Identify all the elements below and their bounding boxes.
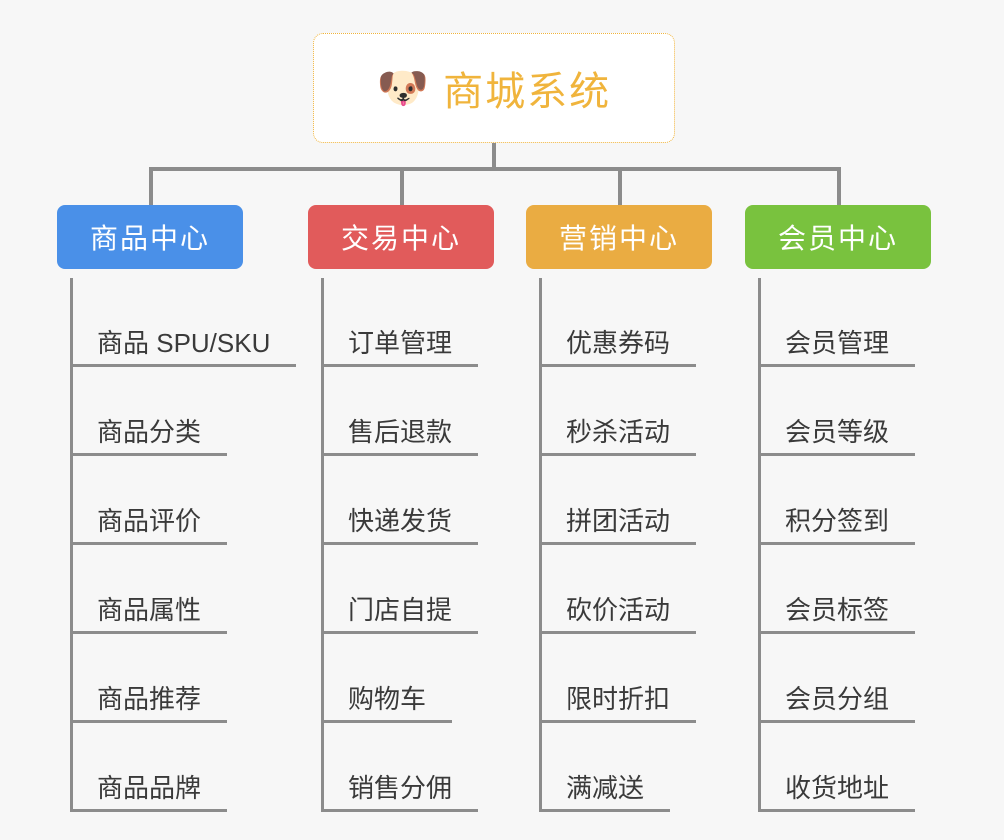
root-node-label: 商城系统 bbox=[443, 70, 612, 114]
leaf-label: 积分签到 bbox=[759, 506, 916, 545]
leaf-item[interactable]: 会员等级 bbox=[759, 367, 931, 456]
leaf-label: 商品评价 bbox=[71, 506, 228, 545]
leaf-item[interactable]: 门店自提 bbox=[322, 545, 494, 634]
leaf-label: 购物车 bbox=[322, 684, 453, 723]
leaf-label: 快递发货 bbox=[322, 506, 479, 545]
leaf-label: 订单管理 bbox=[322, 328, 479, 367]
leaf-label: 商品分类 bbox=[71, 417, 228, 456]
leaf-item[interactable]: 积分签到 bbox=[759, 456, 931, 545]
leaf-rail-2 bbox=[321, 278, 324, 812]
leaf-item[interactable]: 砍价活动 bbox=[540, 545, 712, 634]
connector-drop-3 bbox=[618, 167, 622, 205]
leaf-list-3: 优惠券码 秒杀活动 拼团活动 砍价活动 限时折扣 满减送 bbox=[526, 278, 712, 812]
leaf-item[interactable]: 订单管理 bbox=[322, 278, 494, 367]
leaf-rail-4 bbox=[758, 278, 761, 812]
leaf-label: 会员等级 bbox=[759, 417, 916, 456]
leaf-item[interactable]: 销售分佣 bbox=[322, 723, 494, 812]
connector-drop-2 bbox=[400, 167, 404, 205]
leaf-list-1: 商品 SPU/SKU 商品分类 商品评价 商品属性 商品推荐 商品品牌 bbox=[57, 278, 297, 812]
branch-column-1: 商品中心 商品 SPU/SKU 商品分类 商品评价 商品属性 商品推荐 商品品牌 bbox=[57, 205, 297, 812]
leaf-label: 拼团活动 bbox=[540, 506, 697, 545]
category-header-4-label: 会员中心 bbox=[777, 223, 898, 254]
leaf-list-2: 订单管理 售后退款 快递发货 门店自提 购物车 销售分佣 bbox=[308, 278, 494, 812]
connector-root-stem bbox=[492, 143, 496, 170]
branch-column-3: 营销中心 优惠券码 秒杀活动 拼团活动 砍价活动 限时折扣 满减送 bbox=[526, 205, 712, 812]
leaf-list-4: 会员管理 会员等级 积分签到 会员标签 会员分组 收货地址 bbox=[745, 278, 931, 812]
leaf-item[interactable]: 商品属性 bbox=[71, 545, 243, 634]
leaf-label: 限时折扣 bbox=[540, 684, 697, 723]
leaf-label: 销售分佣 bbox=[322, 773, 479, 812]
branch-column-4: 会员中心 会员管理 会员等级 积分签到 会员标签 会员分组 收货地址 bbox=[745, 205, 931, 812]
leaf-item[interactable]: 优惠券码 bbox=[540, 278, 712, 367]
category-header-2-label: 交易中心 bbox=[340, 223, 461, 254]
category-header-3[interactable]: 营销中心 bbox=[526, 205, 712, 269]
leaf-item[interactable]: 满减送 bbox=[540, 723, 712, 812]
leaf-label: 会员分组 bbox=[759, 684, 916, 723]
leaf-item[interactable]: 商品分类 bbox=[71, 367, 243, 456]
category-header-3-label: 营销中心 bbox=[558, 223, 679, 254]
leaf-rail-1 bbox=[70, 278, 73, 812]
leaf-label: 秒杀活动 bbox=[540, 417, 697, 456]
category-header-1-label: 商品中心 bbox=[89, 223, 210, 254]
connector-drop-1 bbox=[149, 167, 153, 205]
root-node-mall-system[interactable]: 🐶 商城系统 bbox=[313, 33, 675, 143]
leaf-label: 会员标签 bbox=[759, 595, 916, 634]
leaf-label: 会员管理 bbox=[759, 328, 916, 367]
leaf-item[interactable]: 商品 SPU/SKU bbox=[71, 278, 297, 367]
leaf-item[interactable]: 购物车 bbox=[322, 634, 494, 723]
leaf-item[interactable]: 限时折扣 bbox=[540, 634, 712, 723]
leaf-label: 商品 SPU/SKU bbox=[71, 328, 297, 367]
leaf-item[interactable]: 商品品牌 bbox=[71, 723, 243, 812]
leaf-item[interactable]: 商品评价 bbox=[71, 456, 243, 545]
leaf-label: 砍价活动 bbox=[540, 595, 697, 634]
category-header-1[interactable]: 商品中心 bbox=[57, 205, 243, 269]
leaf-label: 商品推荐 bbox=[71, 684, 228, 723]
category-header-4[interactable]: 会员中心 bbox=[745, 205, 931, 269]
leaf-item[interactable]: 收货地址 bbox=[759, 723, 931, 812]
shiba-dog-face-icon: 🐶 bbox=[376, 64, 430, 111]
leaf-label: 商品属性 bbox=[71, 595, 228, 634]
leaf-item[interactable]: 拼团活动 bbox=[540, 456, 712, 545]
leaf-label: 商品品牌 bbox=[71, 773, 228, 812]
leaf-item[interactable]: 会员分组 bbox=[759, 634, 931, 723]
leaf-item[interactable]: 售后退款 bbox=[322, 367, 494, 456]
leaf-label: 收货地址 bbox=[759, 773, 916, 812]
branch-column-2: 交易中心 订单管理 售后退款 快递发货 门店自提 购物车 销售分佣 bbox=[308, 205, 494, 812]
leaf-label: 满减送 bbox=[540, 773, 671, 812]
leaf-item[interactable]: 秒杀活动 bbox=[540, 367, 712, 456]
category-header-2[interactable]: 交易中心 bbox=[308, 205, 494, 269]
leaf-item[interactable]: 会员管理 bbox=[759, 278, 931, 367]
leaf-label: 门店自提 bbox=[322, 595, 479, 634]
leaf-item[interactable]: 会员标签 bbox=[759, 545, 931, 634]
leaf-item[interactable]: 快递发货 bbox=[322, 456, 494, 545]
leaf-item[interactable]: 商品推荐 bbox=[71, 634, 243, 723]
leaf-label: 优惠券码 bbox=[540, 328, 697, 367]
connector-drop-4 bbox=[837, 167, 841, 205]
leaf-rail-3 bbox=[539, 278, 542, 812]
connector-horizontal-bus bbox=[149, 167, 841, 171]
leaf-label: 售后退款 bbox=[322, 417, 479, 456]
